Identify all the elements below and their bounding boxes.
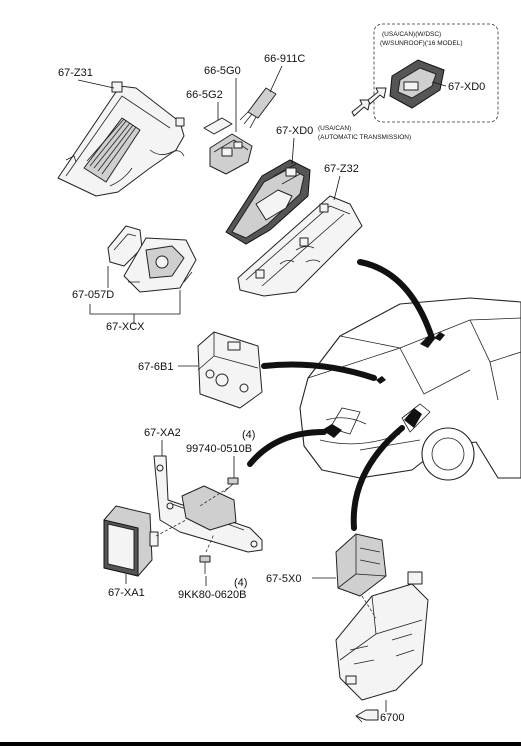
part-66-5g2[interactable] bbox=[203, 117, 233, 135]
marker-radar-loc bbox=[322, 424, 342, 438]
fuse-block-6700[interactable] bbox=[335, 571, 429, 701]
marker-cover-loc bbox=[434, 332, 445, 341]
label-67-057d: 67-057D bbox=[72, 289, 114, 301]
label-6700: 6700 bbox=[380, 712, 404, 724]
label-66-5g0: 66-5G0 bbox=[204, 65, 241, 77]
label-67-xd0: 67-XD0 bbox=[276, 125, 313, 137]
mid-note-2: (AUTOMATIC TRANSMISSION) bbox=[318, 134, 411, 141]
label-67-z31: 67-Z31 bbox=[58, 67, 93, 79]
label-67-xd0-box: 67-XD0 bbox=[448, 81, 485, 93]
label-66-911c: 66-911C bbox=[264, 53, 305, 65]
direction-arrows bbox=[351, 87, 387, 117]
bolt2-qty: (4) bbox=[234, 577, 247, 589]
box-note-2: (W/SUNROOF)('16 MODEL) bbox=[380, 40, 463, 47]
label-9kk80-0620b: 9KK80-0620B bbox=[178, 589, 247, 601]
part-67-xcx-sensor[interactable] bbox=[123, 237, 197, 293]
label-67-6b1: 67-6B1 bbox=[138, 361, 173, 373]
reference-arrow-icon[interactable] bbox=[355, 709, 379, 723]
vehicle-outline bbox=[299, 297, 521, 481]
label-66-5g2: 66-5G2 bbox=[186, 89, 223, 101]
label-67-5x0: 67-5X0 bbox=[266, 573, 301, 585]
label-67-xa1: 67-XA1 bbox=[108, 587, 145, 599]
part-67-xa1[interactable] bbox=[103, 505, 159, 577]
box-note-1: (USA/CAN)(W/DSC) bbox=[382, 31, 441, 38]
part-67-6b1[interactable] bbox=[197, 331, 263, 409]
bolt-9kk80-0620b[interactable] bbox=[199, 555, 211, 574]
part-67-5x0[interactable] bbox=[335, 533, 387, 597]
bolt1-qty: (4) bbox=[242, 429, 255, 441]
bolt-99740-0510b[interactable] bbox=[223, 477, 239, 493]
part-67-z31[interactable] bbox=[57, 81, 185, 197]
label-99740-0510b: 99740-0510B bbox=[186, 443, 252, 455]
part-67-xd0-option[interactable] bbox=[389, 59, 445, 109]
callout-curves bbox=[247, 259, 435, 531]
part-67-z32[interactable] bbox=[237, 195, 363, 297]
part-67-xd0[interactable] bbox=[225, 159, 311, 245]
part-67-xa2[interactable] bbox=[153, 455, 263, 553]
part-66-5g0[interactable] bbox=[209, 133, 253, 175]
mid-note-1: (USA/CAN) bbox=[318, 125, 351, 132]
label-67-xa2: 67-XA2 bbox=[144, 427, 181, 439]
marker-module-loc bbox=[376, 376, 386, 384]
option-box bbox=[373, 23, 499, 123]
label-67-z32: 67-Z32 bbox=[324, 163, 359, 175]
marker-fuse-loc bbox=[404, 408, 422, 428]
part-66-911c[interactable] bbox=[239, 87, 277, 129]
label-67-xcx: 67-XCX bbox=[106, 321, 145, 333]
